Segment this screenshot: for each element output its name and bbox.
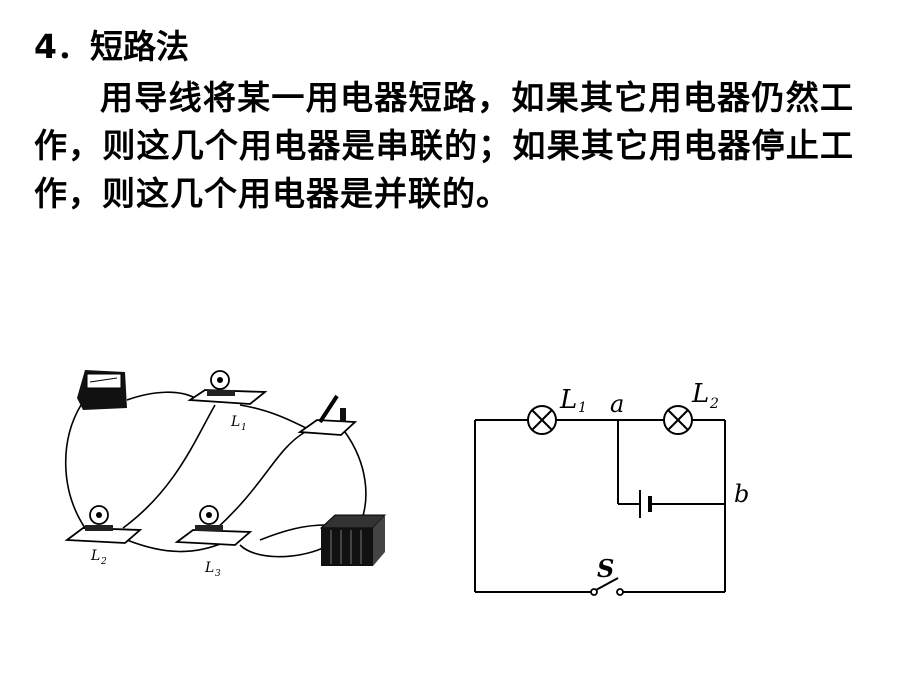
photo-label-l1-sub: 1 — [241, 423, 247, 433]
wire — [239, 404, 311, 431]
explanation-paragraph: 用导线将某一用电器短路，如果其它用电器仍然工作，则这几个用电器是串联的；如果其它… — [34, 78, 854, 213]
photo-label-l1: L — [230, 414, 240, 430]
circuit-schematic: L 1 a L 2 b S — [474, 379, 749, 596]
lamp-l2-symbol — [663, 405, 693, 435]
battery-symbol — [639, 490, 652, 518]
schematic-label-l1: L — [559, 385, 577, 415]
bulb-l1 — [187, 370, 268, 405]
schematic-label-l2: L — [691, 379, 709, 409]
photo-label-l3: L — [204, 560, 214, 576]
photo-label-l3-sub: 3 — [215, 569, 221, 579]
wire — [122, 404, 216, 529]
wire — [214, 431, 306, 531]
physical-circuit-illustration: L 1 L 2 L 3 — [64, 370, 387, 579]
wire — [126, 391, 196, 401]
schematic-label-switch: S — [597, 554, 614, 583]
lamp-l1-symbol — [527, 405, 557, 435]
wire — [259, 524, 326, 541]
photo-label-l2-sub: 2 — [100, 557, 107, 567]
schematic-node-b: b — [734, 480, 749, 508]
schematic-node-a: a — [610, 390, 624, 418]
bulb-l2 — [64, 505, 143, 544]
schematic-label-l2-sub: 2 — [709, 396, 719, 412]
photo-label-l2: L — [90, 548, 100, 564]
section-heading: 4．短路法 — [34, 27, 189, 66]
wire — [239, 544, 324, 558]
wire — [126, 539, 226, 553]
schematic-label-l1-sub: 1 — [578, 400, 587, 416]
battery-box — [319, 514, 387, 566]
meter-device — [77, 370, 127, 410]
bulb-l3 — [174, 505, 253, 546]
switch-symbol — [590, 577, 624, 596]
wire — [64, 404, 86, 529]
knife-switch — [297, 394, 358, 436]
